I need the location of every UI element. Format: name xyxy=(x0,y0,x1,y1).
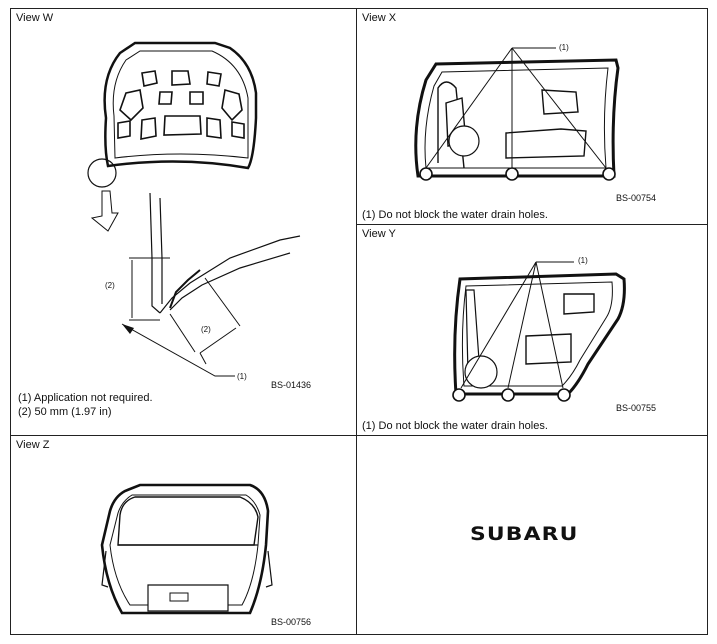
view-w-title: View W xyxy=(16,12,54,24)
view-x-title: View X xyxy=(362,12,397,24)
view-y-figure-code: BS-00755 xyxy=(616,403,657,413)
view-y-label-1: (1) xyxy=(578,256,588,265)
subaru-logo: SUBARU xyxy=(470,523,579,545)
view-y-title: View Y xyxy=(362,228,396,240)
view-w-label-2-angled: (2) xyxy=(201,325,211,334)
view-w-note-2: (2) 50 mm (1.97 in) xyxy=(18,406,112,418)
view-y-note: (1) Do not block the water drain holes. xyxy=(362,420,548,432)
liftgate-drawing xyxy=(100,483,273,615)
view-z-title: View Z xyxy=(16,439,50,451)
view-w-label-1: (1) xyxy=(237,372,247,381)
front-door-drawing xyxy=(414,47,620,181)
view-w-note-1: (1) Application not required. xyxy=(18,392,153,404)
grid-divider-right-upper xyxy=(356,224,708,225)
page-frame xyxy=(10,8,708,635)
rear-door-drawing xyxy=(452,261,626,402)
grid-divider-right-lower xyxy=(356,435,708,436)
view-w-figure-code: BS-01436 xyxy=(271,380,312,390)
view-x-figure-code: BS-00754 xyxy=(616,193,657,203)
view-w-label-2-vertical: (2) xyxy=(105,281,115,290)
view-z-figure-code: BS-00756 xyxy=(271,617,312,627)
hood-drawing xyxy=(87,41,301,377)
view-x-label-1: (1) xyxy=(559,43,569,52)
view-x-note: (1) Do not block the water drain holes. xyxy=(362,209,548,221)
grid-divider-left-horizontal xyxy=(10,435,356,436)
grid-divider-vertical xyxy=(356,8,357,635)
